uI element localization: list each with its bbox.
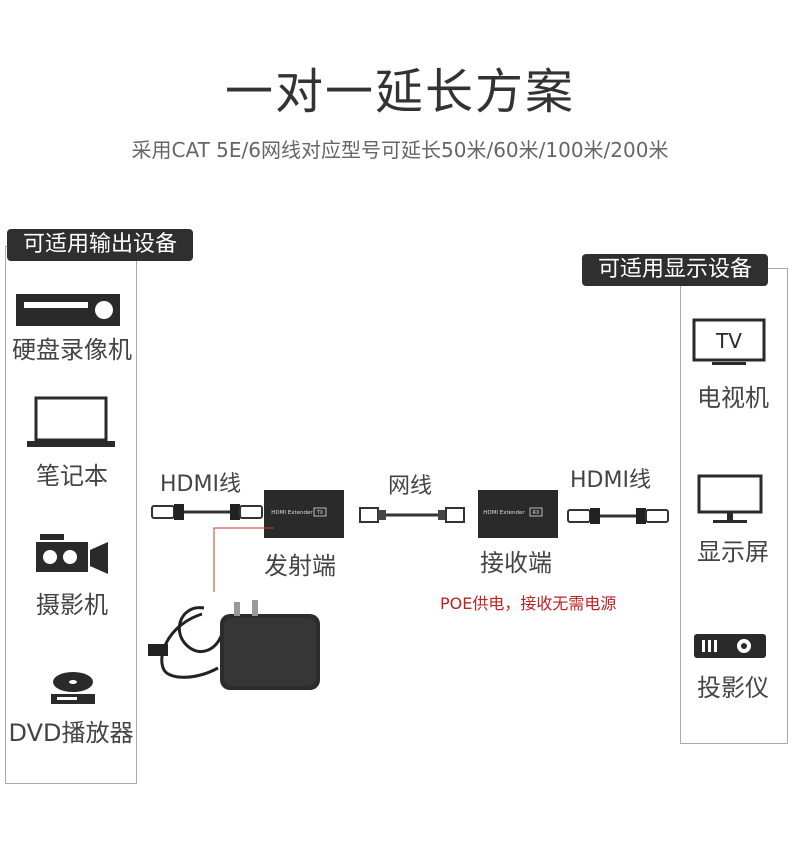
- dvr-icon: [16, 294, 120, 326]
- page-subtitle: 采用CAT 5E/6网线对应型号可延长50米/60米/100米/200米: [131, 138, 669, 162]
- hdmi-out-cable-label: HDMI线: [570, 468, 651, 493]
- poe-note: POE供电，接收无需电源: [440, 594, 617, 613]
- receiver-label: 接收端: [480, 549, 552, 577]
- output-device-label-projector: 投影仪: [697, 674, 769, 702]
- hdmi-out-cable: [567, 508, 669, 524]
- laptop-icon: [27, 396, 115, 447]
- projector-icon: [694, 634, 766, 658]
- dvd-icon: [51, 672, 95, 704]
- input-device-label-camera: 摄影机: [36, 591, 108, 619]
- tv-icon-text: TV: [715, 329, 742, 353]
- input-devices-heading: 可适用输出设备: [7, 229, 194, 261]
- camera-icon: [36, 534, 108, 574]
- output-device-label-monitor: 显示屏: [697, 538, 769, 566]
- network-cable: [359, 507, 465, 523]
- power-adapter-icon: [148, 600, 320, 690]
- power-line: [213, 527, 274, 592]
- transmitter-badge: TX: [316, 510, 324, 516]
- hdmi-in-cable: [151, 504, 263, 520]
- input-device-label-laptop: 笔记本: [36, 462, 108, 490]
- hdmi-in-cable-label: HDMI线: [160, 472, 241, 497]
- receiver-badge: RX: [533, 510, 540, 516]
- transmitter-device-text: HDMI Extender: [271, 510, 313, 516]
- receiver-device-text: HDMI Extender: [483, 510, 525, 516]
- transmitter-label: 发射端: [264, 552, 336, 580]
- network-cable-label: 网线: [388, 474, 433, 499]
- input-device-label-dvr: 硬盘录像机: [12, 336, 132, 364]
- receiver-device: HDMI Extender RX: [478, 490, 558, 538]
- output-device-label-tv: 电视机: [697, 384, 769, 412]
- connection-diagram: HDMI Extender TX HDMI Extender RX: [148, 490, 669, 690]
- input-device-label-dvd: DVD播放器: [8, 719, 134, 747]
- tv-icon: TV: [692, 318, 766, 365]
- output-devices-heading: 可适用显示设备: [582, 254, 769, 286]
- monitor-icon: [697, 474, 763, 523]
- page-title: 一对一延长方案: [224, 64, 575, 120]
- transmitter-device: HDMI Extender TX: [264, 490, 344, 538]
